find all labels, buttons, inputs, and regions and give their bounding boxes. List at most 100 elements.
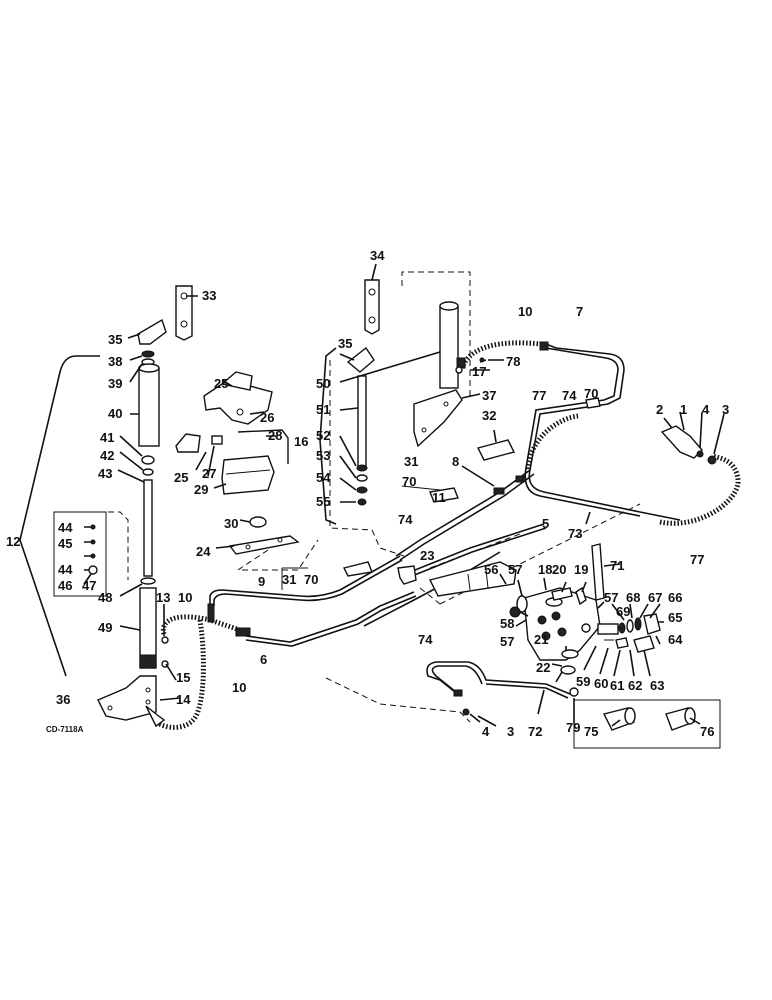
ring-part-42 <box>142 468 154 476</box>
group-bracket-16 <box>319 347 337 525</box>
bushing-part-30 <box>249 516 267 528</box>
fitting-part-4 <box>696 450 704 458</box>
callout-45: 45 <box>58 536 72 551</box>
callout-35b: 35 <box>338 336 352 351</box>
ring-part-48 <box>140 577 156 585</box>
callout-51: 51 <box>316 402 330 417</box>
coupler-part-1 <box>660 425 703 459</box>
callout-16: 16 <box>294 434 308 449</box>
callout-26: 26 <box>260 410 274 425</box>
callout-48: 48 <box>98 590 112 605</box>
callout-31b: 31 <box>282 572 296 587</box>
fitting-part-14 <box>145 705 166 728</box>
callout-28: 28 <box>268 428 282 443</box>
callout-10a: 10 <box>518 304 532 319</box>
fitting-part-3 <box>707 455 717 465</box>
callout-63: 63 <box>650 678 664 693</box>
hose-part-10-top <box>459 340 541 370</box>
callout-74c: 74 <box>418 632 433 647</box>
callout-70c: 70 <box>304 572 318 587</box>
callout-60: 60 <box>594 676 608 691</box>
callout-53: 53 <box>316 448 330 463</box>
callout-61: 61 <box>610 678 624 693</box>
callout-77b: 77 <box>690 552 704 567</box>
rod-end-part-33 <box>175 285 193 341</box>
callout-72: 72 <box>528 724 542 739</box>
callout-29: 29 <box>194 482 208 497</box>
spring-part-61 <box>615 637 629 649</box>
rod-part-28 <box>237 429 289 464</box>
callout-9: 9 <box>258 574 265 589</box>
callout-14: 14 <box>176 692 191 707</box>
callout-6: 6 <box>260 652 267 667</box>
inset-box-part-75-76 <box>573 699 721 749</box>
callout-19: 19 <box>574 562 588 577</box>
callout-8: 8 <box>452 454 459 469</box>
cap-part-62 <box>633 635 655 653</box>
callout-49: 49 <box>98 620 112 635</box>
callout-24: 24 <box>196 544 211 559</box>
clip-part-70-lower <box>342 561 373 577</box>
callout-55: 55 <box>316 494 330 509</box>
diagram-code: CD-7118A <box>46 725 84 734</box>
callout-79: 79 <box>566 720 580 735</box>
callout-35a: 35 <box>108 332 122 347</box>
callout-38: 38 <box>108 354 122 369</box>
callout-2: 2 <box>656 402 663 417</box>
piston-rod-part-43 <box>143 479 153 577</box>
callout-1: 1 <box>680 402 687 417</box>
callout-76: 76 <box>700 724 714 739</box>
callout-70b: 70 <box>402 474 416 489</box>
callout-52: 52 <box>316 428 330 443</box>
base-bracket-part-36 <box>97 675 157 721</box>
callout-4a: 4 <box>702 402 710 417</box>
clip-part-70-center <box>429 487 459 503</box>
callout-32: 32 <box>482 408 496 423</box>
callout-46: 46 <box>58 578 72 593</box>
ring-part-53 <box>356 474 368 482</box>
spool-part-59 <box>597 623 619 635</box>
callout-67: 67 <box>648 590 662 605</box>
valve-assembly <box>325 503 721 749</box>
inset-dash-line <box>98 511 129 580</box>
callout-36: 36 <box>56 692 70 707</box>
fitting-part-13 <box>161 636 169 644</box>
hose-part-10-lower <box>154 619 206 730</box>
ring-part-52 <box>356 464 368 472</box>
cap-part-20 <box>551 587 573 601</box>
callout-73: 73 <box>568 526 582 541</box>
washer-part-38 <box>141 350 155 358</box>
cylinder-part-50 <box>439 305 459 389</box>
callout-62: 62 <box>628 678 642 693</box>
callout-43: 43 <box>98 466 112 481</box>
hydraulic-lines <box>145 340 741 730</box>
bracket-part-23 <box>397 565 417 585</box>
callout-77a: 77 <box>532 388 546 403</box>
piston-rod-part-51 <box>357 375 367 469</box>
callout-41: 41 <box>100 430 114 445</box>
callout-25a: 25 <box>214 376 228 391</box>
callout-labels: 1 2 3 3 4 4 5 6 7 8 9 10 10 10 11 12 13 … <box>6 248 729 739</box>
callout-23: 23 <box>420 548 434 563</box>
callout-68: 68 <box>626 590 640 605</box>
line-part-7 <box>528 343 681 521</box>
channel-part-29 <box>221 455 275 495</box>
valve-block-part-18 <box>523 587 601 661</box>
callout-37: 37 <box>482 388 496 403</box>
callout-40: 40 <box>108 406 122 421</box>
shaft-part-56 <box>428 561 517 597</box>
callout-57b: 57 <box>604 590 618 605</box>
mount-bracket-part-37 <box>413 389 463 448</box>
callout-27: 27 <box>202 466 216 481</box>
callout-3a: 3 <box>722 402 729 417</box>
ring-part-55 <box>357 498 367 506</box>
callout-15: 15 <box>176 670 190 685</box>
callout-11: 11 <box>432 490 446 505</box>
callout-70a: 70 <box>584 386 598 401</box>
cap-part-64 <box>643 613 661 635</box>
left-cylinder-assembly <box>19 285 198 721</box>
callout-69: 69 <box>616 604 630 619</box>
callout-7: 7 <box>576 304 583 319</box>
callout-57c: 57 <box>500 634 514 649</box>
